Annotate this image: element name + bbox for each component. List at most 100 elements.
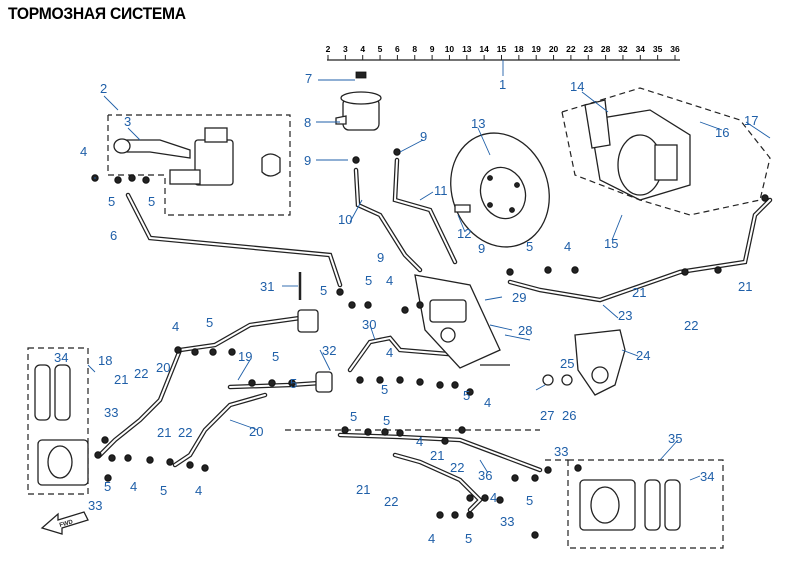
callout-4-e: 4 — [386, 345, 393, 360]
callout-33-c: 33 — [88, 498, 102, 513]
callout-5-i: 5 — [381, 382, 388, 397]
fitting — [531, 474, 539, 482]
fitting — [451, 381, 459, 389]
callout-19: 19 — [238, 349, 252, 364]
fitting — [381, 428, 389, 436]
callout-4-c: 4 — [386, 273, 393, 288]
callout-numbers: 1 2 3 4 5 5 6 7 8 9 9 10 11 12 13 9 9 14… — [54, 71, 758, 546]
brake-disc — [450, 132, 550, 248]
callout-5-n: 5 — [160, 483, 167, 498]
fitting — [201, 464, 209, 472]
callout-4-f: 4 — [484, 395, 491, 410]
callout-33-a: 33 — [104, 405, 118, 420]
callout-13: 13 — [471, 116, 485, 131]
fitting — [761, 194, 769, 202]
callout-22-c: 22 — [178, 425, 192, 440]
callout-21-d: 21 — [157, 425, 171, 440]
fitting — [336, 288, 344, 296]
callout-34-b: 34 — [700, 469, 714, 484]
callout-5-p: 5 — [465, 531, 472, 546]
scale-label: 13 — [462, 44, 472, 54]
scale-label: 4 — [360, 44, 365, 54]
scale-label: 36 — [670, 44, 680, 54]
callout-32: 32 — [322, 343, 336, 358]
callout-35: 35 — [668, 431, 682, 446]
callout-7: 7 — [305, 71, 312, 86]
callout-4-a: 4 — [80, 144, 87, 159]
callout-4-h: 4 — [130, 479, 137, 494]
callout-4-d: 4 — [172, 319, 179, 334]
svg-text:FWD: FWD — [59, 519, 74, 529]
scale-label: 3 — [343, 44, 348, 54]
callout-4-b: 4 — [564, 239, 571, 254]
fitting — [496, 496, 504, 504]
callout-3: 3 — [124, 114, 131, 129]
scale-label: 20 — [549, 44, 559, 54]
callout-5-k: 5 — [350, 409, 357, 424]
front-arrow-icon: FWD — [40, 511, 89, 535]
fitting — [104, 474, 112, 482]
scale-label: 35 — [653, 44, 663, 54]
callout-10: 10 — [338, 212, 352, 227]
callout-5-j: 5 — [463, 388, 470, 403]
fitting — [186, 461, 194, 469]
rear-caliper-assembly — [584, 99, 691, 201]
callout-24: 24 — [636, 348, 650, 363]
page-title: ТОРМОЗНАЯ СИСТЕМА — [8, 4, 186, 23]
callout-21-a: 21 — [632, 285, 646, 300]
fitting — [248, 379, 256, 387]
callout-21-e: 21 — [430, 448, 444, 463]
fitting — [506, 268, 514, 276]
scale-label: 34 — [636, 44, 646, 54]
master-cylinder — [113, 127, 281, 186]
fitting — [511, 474, 519, 482]
fitting — [571, 266, 579, 274]
parking-bracket — [542, 329, 626, 396]
scale-label: 5 — [378, 44, 383, 54]
fitting — [174, 346, 182, 354]
callout-5-d: 5 — [365, 273, 372, 288]
fitting — [209, 348, 217, 356]
fitting — [531, 531, 539, 539]
fitting — [94, 451, 102, 459]
fitting — [268, 379, 276, 387]
callout-27: 27 — [540, 408, 554, 423]
callout-5-l: 5 — [383, 413, 390, 428]
callout-28: 28 — [518, 323, 532, 338]
callout-6: 6 — [110, 228, 117, 243]
callout-33-d: 33 — [500, 514, 514, 529]
callout-4-i: 4 — [195, 483, 202, 498]
fitting — [574, 464, 582, 472]
reservoir — [335, 71, 382, 131]
fitting — [352, 156, 360, 164]
callout-30: 30 — [362, 317, 376, 332]
fitting — [146, 456, 154, 464]
scale-label: 15 — [497, 44, 507, 54]
callout-5-e: 5 — [320, 283, 327, 298]
callout-9-c: 9 — [377, 250, 384, 265]
fitting — [466, 511, 474, 519]
fitting — [481, 494, 489, 502]
callout-5-o: 5 — [526, 493, 533, 508]
callout-5-f: 5 — [206, 315, 213, 330]
callout-26: 26 — [562, 408, 576, 423]
callout-21-c: 21 — [114, 372, 128, 387]
callout-25: 25 — [560, 356, 574, 371]
callout-11: 11 — [434, 183, 448, 198]
scale-label: 6 — [395, 44, 400, 54]
callout-5-g: 5 — [272, 349, 279, 364]
callout-12: 12 — [457, 226, 471, 241]
callout-23: 23 — [618, 308, 632, 323]
splitter-tees — [297, 272, 333, 393]
fitting — [348, 301, 356, 309]
fitting — [364, 428, 372, 436]
fitting — [228, 348, 236, 356]
scale-label: 2 — [326, 44, 331, 54]
fitting — [466, 494, 474, 502]
callout-22-b: 22 — [134, 366, 148, 381]
callout-5-a: 5 — [108, 194, 115, 209]
callout-21-b: 21 — [738, 279, 752, 294]
fitting — [108, 454, 116, 462]
callout-9-b: 9 — [420, 129, 427, 144]
